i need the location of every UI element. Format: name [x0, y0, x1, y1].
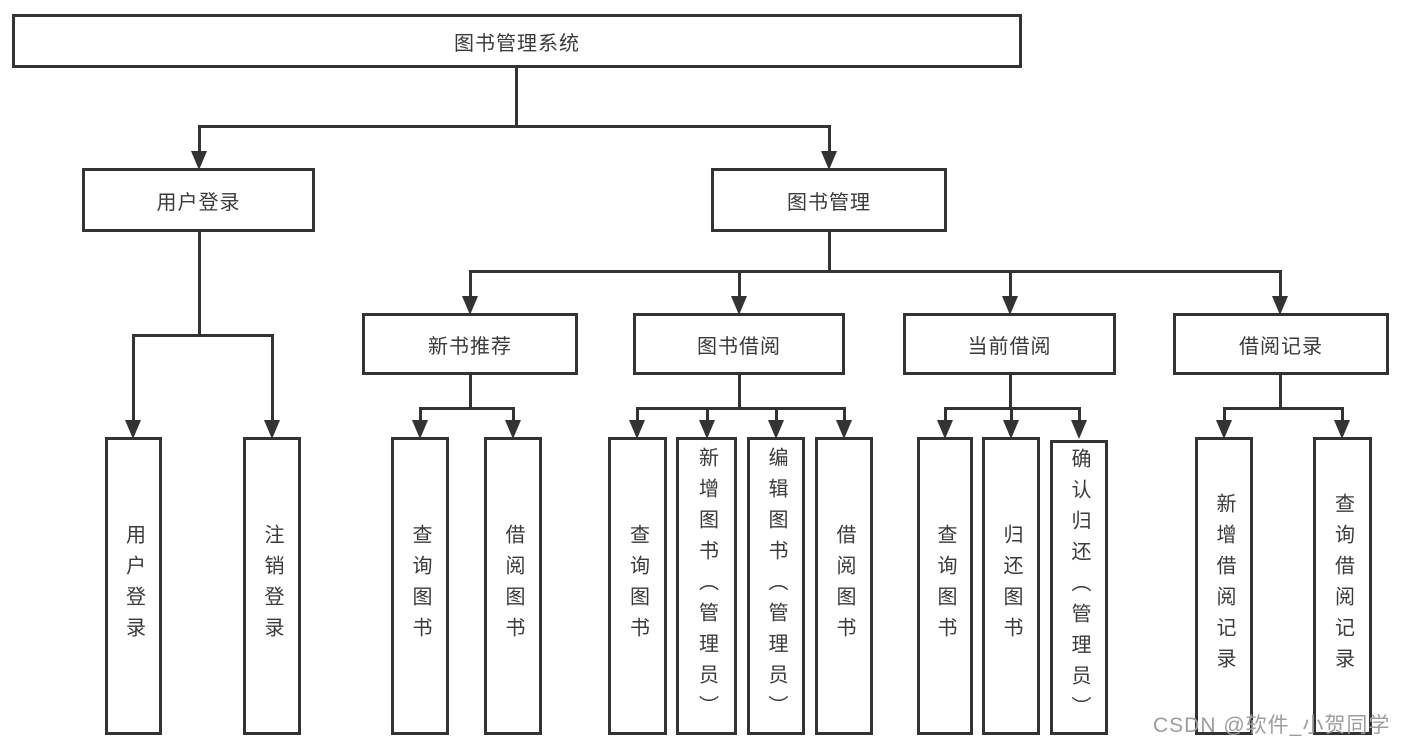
connector-vertical-line: [1008, 271, 1012, 298]
arrow-down-icon: [462, 296, 478, 315]
node-label: 查询借阅记录: [1331, 493, 1354, 679]
connector-vertical-line: [635, 408, 639, 422]
node-book-management: 图书管理: [711, 168, 947, 232]
connector-vertical-line: [737, 375, 741, 410]
connector-horizontal-line: [468, 269, 1282, 273]
node-label: 确认归还（管理员）: [1068, 448, 1090, 727]
arrow-down-icon: [731, 296, 747, 315]
connector-vertical-line: [774, 408, 778, 422]
connector-vertical-line: [705, 408, 709, 422]
node-label: 查询图书: [409, 524, 431, 648]
arrow-down-icon: [1272, 296, 1288, 315]
connector-horizontal-line: [131, 333, 274, 337]
node-book-borrowing: 图书借阅: [633, 313, 845, 375]
connector-vertical-line: [1077, 408, 1081, 422]
node-label: 编辑图书（管理员）: [765, 446, 787, 726]
arrow-down-icon: [1003, 420, 1019, 439]
node-label: 当前借阅: [967, 335, 1052, 358]
node-new-book-recommend: 新书推荐: [362, 313, 578, 375]
leaf-borrow-books-recommend: 借阅图书: [484, 437, 542, 735]
arrow-down-icon: [505, 420, 521, 439]
arrow-down-icon: [264, 420, 280, 439]
arrow-down-icon: [629, 420, 645, 439]
connector-vertical-line: [468, 375, 472, 410]
node-label: 查询图书: [934, 524, 956, 648]
node-label: 借阅记录: [1239, 335, 1323, 358]
connector-vertical-line: [197, 126, 201, 153]
leaf-query-books-borrowing: 查询图书: [608, 437, 667, 735]
connector-vertical-line: [1008, 375, 1012, 410]
node-label: 用户登录: [156, 191, 241, 214]
leaf-return-books: 归还图书: [982, 437, 1040, 735]
csdn-watermark: CSDN @软件_小贺同学: [1153, 714, 1391, 737]
connector-vertical-line: [1222, 408, 1226, 422]
connector-vertical-line: [468, 271, 472, 298]
node-label: 新增借阅记录: [1213, 493, 1235, 679]
arrow-down-icon: [125, 420, 141, 439]
connector-vertical-line: [827, 232, 831, 273]
leaf-logout: 注销登录: [243, 437, 301, 735]
node-label: 归还图书: [1000, 524, 1022, 648]
connector-vertical-line: [270, 335, 274, 422]
connector-vertical-line: [1340, 408, 1344, 422]
node-label: 图书借阅: [697, 335, 781, 358]
arrow-down-icon: [699, 420, 715, 439]
arrow-down-icon: [191, 151, 207, 170]
connector-horizontal-line: [943, 406, 1081, 410]
arrow-down-icon: [836, 420, 852, 439]
node-label: 图书管理: [787, 191, 871, 214]
connector-vertical-line: [418, 408, 422, 422]
node-label: 借阅图书: [833, 524, 855, 648]
connector-vertical-line: [1278, 375, 1282, 410]
leaf-add-borrow-record: 新增借阅记录: [1195, 437, 1253, 735]
connector-horizontal-line: [1222, 406, 1344, 410]
connector-horizontal-line: [418, 406, 515, 410]
connector-vertical-line: [514, 68, 518, 128]
leaf-edit-book-admin: 编辑图书（管理员）: [747, 437, 805, 735]
connector-vertical-line: [197, 232, 201, 337]
leaf-user-login: 用户登录: [105, 437, 162, 735]
connector-vertical-line: [827, 126, 831, 153]
arrow-down-icon: [412, 420, 428, 439]
node-label: 图书管理系统: [454, 32, 580, 55]
node-user-login: 用户登录: [82, 168, 315, 232]
arrow-down-icon: [821, 151, 837, 170]
leaf-borrow-books-borrowing: 借阅图书: [815, 437, 873, 735]
arrow-down-icon: [768, 420, 784, 439]
arrow-down-icon: [1334, 420, 1350, 439]
node-borrowing-records: 借阅记录: [1173, 313, 1389, 375]
node-label: 借阅图书: [502, 524, 524, 648]
node-library-management-system: 图书管理系统: [12, 14, 1022, 68]
connector-horizontal-line: [635, 406, 846, 410]
node-label: 新书推荐: [428, 335, 512, 358]
leaf-confirm-return-admin: 确认归还（管理员）: [1050, 440, 1108, 735]
connector-vertical-line: [943, 408, 947, 422]
connector-horizontal-line: [197, 124, 831, 128]
node-current-borrowing: 当前借阅: [903, 313, 1116, 375]
node-label: 用户登录: [122, 524, 145, 648]
arrow-down-icon: [1216, 420, 1232, 439]
leaf-query-borrow-record: 查询借阅记录: [1313, 437, 1372, 735]
connector-vertical-line: [737, 271, 741, 298]
connector-vertical-line: [1278, 271, 1282, 298]
arrow-down-icon: [1071, 420, 1087, 439]
connector-vertical-line: [511, 408, 515, 422]
arrow-down-icon: [937, 420, 953, 439]
leaf-query-books-recommend: 查询图书: [391, 437, 449, 735]
connector-vertical-line: [131, 335, 135, 422]
node-label: 查询图书: [626, 524, 649, 648]
leaf-add-book-admin: 新增图书（管理员）: [676, 437, 737, 735]
leaf-query-books-current: 查询图书: [917, 437, 973, 735]
node-label: 新增图书（管理员）: [695, 446, 718, 726]
arrow-down-icon: [1002, 296, 1018, 315]
connector-vertical-line: [1009, 408, 1013, 422]
node-label: 注销登录: [261, 524, 283, 648]
connector-vertical-line: [842, 408, 846, 422]
